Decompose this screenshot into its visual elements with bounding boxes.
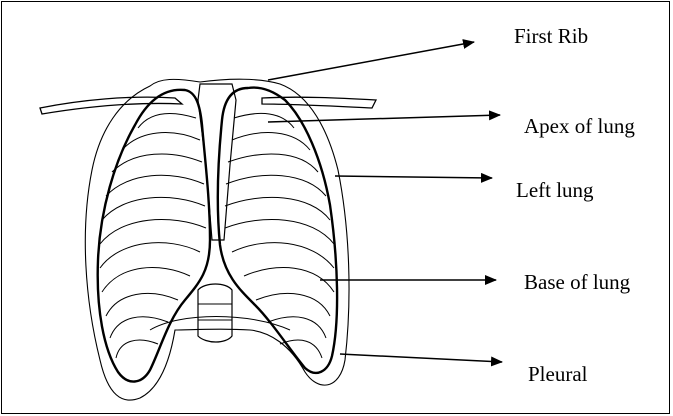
ribs-right-side [100, 113, 206, 358]
label-base-of-lung: Base of lung [524, 272, 630, 293]
xiphoid [198, 284, 232, 342]
ribs-left-side [225, 113, 334, 358]
left-clavicle [40, 97, 182, 114]
label-apex-of-lung: Apex of lung [524, 116, 635, 137]
left-lung-outline [218, 88, 337, 373]
label-pleural: Pleural [528, 364, 587, 385]
label-first-rib: First Rib [514, 26, 588, 47]
right-clavicle [262, 97, 376, 108]
label-left-lung: Left lung [516, 180, 594, 201]
arrow-apex-of-lung [268, 115, 500, 122]
arrow-first-rib [268, 42, 474, 80]
arrow-pleural [340, 354, 502, 362]
arrow-left-lung [335, 176, 492, 178]
